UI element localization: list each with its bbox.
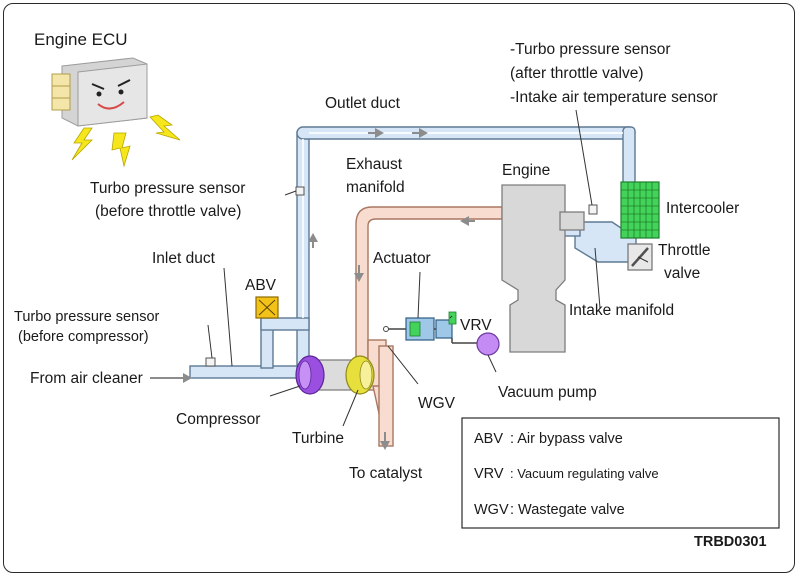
- actuator-icon: [383, 317, 435, 341]
- label-to-catalyst: To catalyst: [349, 465, 423, 482]
- legend-code-abv: ABV: [474, 431, 503, 447]
- label-turbo-sensor-before-throttle-2: (before throttle valve): [95, 203, 241, 220]
- label-intake-manifold: Intake manifold: [569, 302, 674, 319]
- label-turbine: Turbine: [292, 430, 344, 447]
- figure-code: TRBD0301: [694, 534, 767, 550]
- label-throttle-2: valve: [664, 265, 700, 282]
- compressor-icon: [295, 355, 325, 395]
- vacuum-pump-icon: [476, 332, 500, 356]
- ecu-title: Engine ECU: [34, 30, 128, 49]
- turbocharger: [295, 355, 375, 395]
- abv-icon: [255, 296, 279, 319]
- legend-text-abv: : Air bypass valve: [510, 431, 623, 447]
- label-exhaust-1: Exhaust: [346, 156, 403, 173]
- flow-arrows: [150, 128, 475, 450]
- exhaust-manifold: [355, 206, 503, 373]
- engine-block: [501, 184, 585, 353]
- label-turbo-sensor-before-compressor-1: Turbo pressure sensor: [14, 309, 160, 325]
- label-throttle-1: Throttle: [658, 242, 711, 259]
- vrv-icon: [434, 311, 457, 339]
- legend-code-wgv: WGV: [474, 502, 509, 518]
- turbine-icon: [345, 355, 375, 395]
- label-exhaust-2: manifold: [346, 179, 405, 196]
- throttle-valve-icon: [627, 243, 653, 271]
- legend-code-vrv: VRV: [474, 466, 504, 482]
- label-actuator: Actuator: [373, 250, 431, 267]
- legend-text-wgv: : Wastegate valve: [510, 502, 625, 518]
- label-turbo-sensor-after-2: (after throttle valve): [510, 65, 644, 82]
- label-from-air-cleaner: From air cleaner: [30, 370, 143, 387]
- diagram-frame: [3, 3, 795, 573]
- label-inlet-duct: Inlet duct: [152, 250, 216, 267]
- sensor-after-throttle-icon: [588, 204, 598, 215]
- lightning-icon: [71, 114, 181, 168]
- ecu-box-icon: [51, 57, 148, 127]
- label-intake-air-temp-sensor: -Intake air temperature sensor: [510, 89, 718, 106]
- label-outlet-duct: Outlet duct: [325, 95, 401, 112]
- label-wgv: WGV: [418, 395, 456, 412]
- label-vrv: VRV: [460, 317, 492, 334]
- engine-ecu: Engine ECU: [34, 30, 181, 168]
- sensor-before-compressor-icon: [205, 357, 216, 367]
- legend-text-vrv: : Vacuum regulating valve: [510, 466, 659, 481]
- label-turbo-sensor-before-throttle-1: Turbo pressure sensor: [90, 180, 245, 197]
- sensor-before-throttle-icon: [295, 186, 305, 196]
- label-turbo-sensor-after-1: -Turbo pressure sensor: [510, 41, 671, 58]
- inlet-duct-pipe: [189, 365, 301, 379]
- abbreviation-legend: ABV : Air bypass valve VRV : Vacuum regu…: [461, 417, 780, 529]
- label-turbo-sensor-before-compressor-2: (before compressor): [18, 329, 149, 345]
- leader-lines: [207, 109, 649, 427]
- label-compressor: Compressor: [176, 411, 260, 428]
- labels: -Turbo pressure sensor (after throttle v…: [14, 41, 739, 482]
- label-vacuum-pump: Vacuum pump: [498, 384, 597, 401]
- label-intercooler: Intercooler: [666, 200, 739, 217]
- label-engine: Engine: [502, 162, 550, 179]
- intercooler: [620, 181, 660, 239]
- label-abv: ABV: [245, 277, 277, 294]
